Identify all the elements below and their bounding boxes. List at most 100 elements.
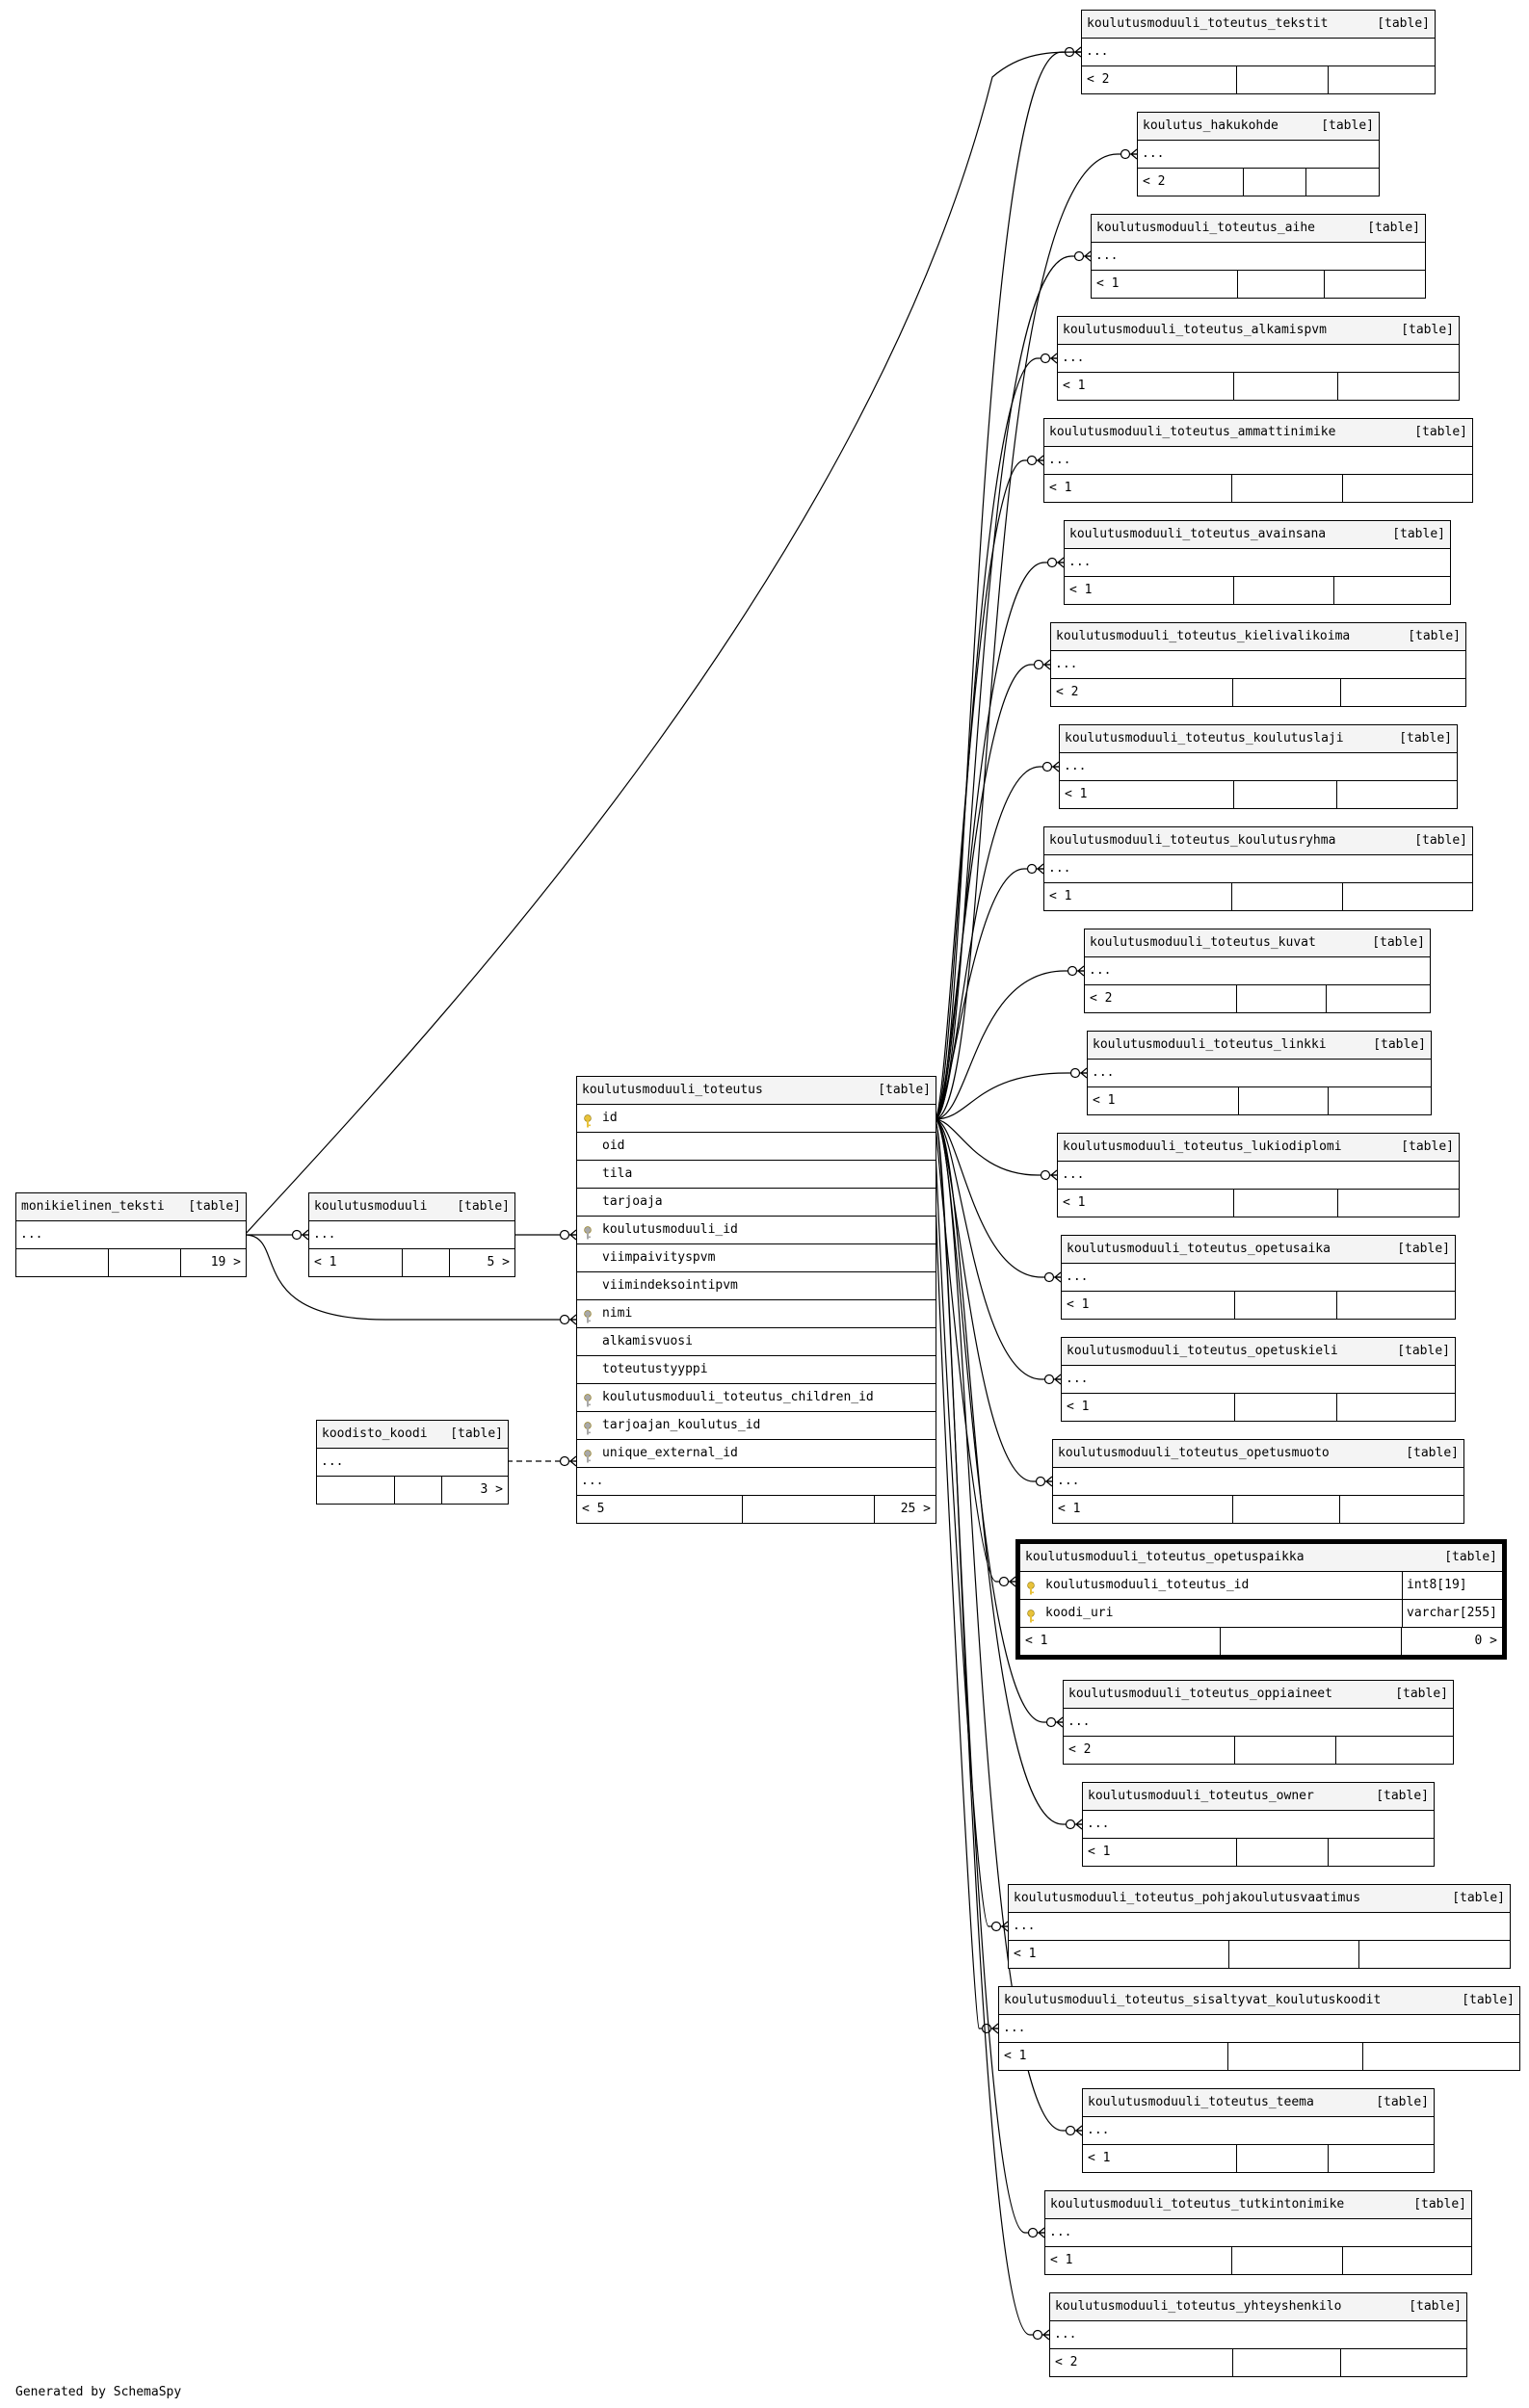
column-row[interactable]: koulutusmoduuli_toteutus_children_id [577,1384,936,1412]
table-t-avainsana[interactable]: koulutusmoduuli_toteutus_avainsana[table… [1064,520,1451,605]
parents-count[interactable]: < 2 [1138,169,1244,196]
table-t-alkamispvm[interactable]: koulutusmoduuli_toteutus_alkamispvm[tabl… [1057,316,1460,401]
table-header: koulutusmoduuli_toteutus_avainsana[table… [1065,521,1450,549]
parents-count[interactable]: < 1 [1044,883,1232,910]
parents-count[interactable]: < 2 [1051,679,1233,706]
more-columns-row: ... [1062,1366,1455,1394]
parents-count[interactable]: < 1 [1062,1394,1235,1421]
table-t-lukiodiplomi[interactable]: koulutusmoduuli_toteutus_lukiodiplomi[ta… [1057,1133,1460,1217]
table-name: koulutusmoduuli_toteutus_opetuspaikka [1025,1550,1305,1564]
footer-cell [1238,271,1325,298]
footer-cell [403,1249,450,1276]
table-t-sisaltyvat[interactable]: koulutusmoduuli_toteutus_sisaltyvat_koul… [998,1986,1520,2071]
table-koodisto-koodi[interactable]: koodisto_koodi[table]...3 > [316,1420,509,1505]
table-t-pohjakoulutusvaatimus[interactable]: koulutusmoduuli_toteutus_pohjakoulutusva… [1008,1884,1511,1969]
table-t-koulutusryhma[interactable]: koulutusmoduuli_toteutus_koulutusryhma[t… [1043,826,1473,911]
parents-count[interactable]: < 1 [1020,1628,1221,1655]
column-row[interactable]: unique_external_id [577,1440,936,1468]
parents-count[interactable]: < 1 [1053,1496,1233,1523]
crowfoot-t-linkki [1069,1067,1088,1079]
parents-count[interactable]: < 1 [1083,2145,1237,2172]
table-t-linkki[interactable]: koulutusmoduuli_toteutus_linkki[table]..… [1087,1031,1432,1115]
table-t-hakukohde[interactable]: koulutus_hakukohde[table]...< 2 [1137,112,1380,196]
parents-count[interactable]: < 1 [1045,2247,1232,2274]
table-t-oppiaineet[interactable]: koulutusmoduuli_toteutus_oppiaineet[tabl… [1063,1680,1454,1765]
table-t-opetuspaikka[interactable]: koulutusmoduuli_toteutus_opetuspaikka[ta… [1015,1539,1507,1660]
column-row[interactable]: nimi [577,1300,936,1328]
column-row[interactable]: alkamisvuosi [577,1328,936,1356]
table-t-opetusmuoto[interactable]: koulutusmoduuli_toteutus_opetusmuoto[tab… [1052,1439,1464,1524]
children-count [1343,2247,1471,2274]
generated-by-label: Generated by SchemaSpy [15,2385,182,2399]
table-t-tutkintonimike[interactable]: koulutusmoduuli_toteutus_tutkintonimike[… [1044,2190,1472,2275]
parents-count[interactable]: < 1 [1060,781,1234,808]
parents-count[interactable]: < 1 [1083,1839,1237,1866]
table-t-yhteyshenkilo[interactable]: koulutusmoduuli_toteutus_yhteyshenkilo[t… [1049,2292,1467,2377]
children-count [1343,475,1472,502]
table-tag: [table] [450,1426,503,1441]
parents-count[interactable]: < 1 [1058,373,1234,400]
table-name: koulutusmoduuli_toteutus_koulutusryhma [1049,833,1336,848]
table-t-tekstit[interactable]: koulutusmoduuli_toteutus_tekstit[table].… [1081,10,1436,94]
table-tag: [table] [457,1199,510,1214]
column-row[interactable]: oid [577,1133,936,1161]
column-name: oid [602,1139,625,1153]
column-row[interactable]: tarjoaja [577,1189,936,1217]
children-count [1341,679,1465,706]
table-t-ammattinimike[interactable]: koulutusmoduuli_toteutus_ammattinimike[t… [1043,418,1473,503]
children-count[interactable]: 0 > [1474,1634,1497,1648]
parents-count[interactable]: < 1 [1062,1292,1235,1319]
children-count[interactable]: 19 > [210,1255,241,1269]
table-t-opetusaika[interactable]: koulutusmoduuli_toteutus_opetusaika[tabl… [1061,1235,1456,1320]
parents-count[interactable]: < 2 [1064,1737,1235,1764]
table-t-aihe[interactable]: koulutusmoduuli_toteutus_aihe[table]...<… [1091,214,1426,299]
table-t-koulutuslaji[interactable]: koulutusmoduuli_toteutus_koulutuslaji[ta… [1059,724,1458,809]
parents-count[interactable]: < 1 [999,2043,1228,2070]
table-footer: < 5 25 > [577,1496,936,1523]
parents-count[interactable]: < 2 [1082,66,1237,93]
children-count [1329,66,1435,93]
parents-count[interactable]: < 2 [1085,985,1237,1012]
table-t-owner[interactable]: koulutusmoduuli_toteutus_owner[table]...… [1082,1782,1435,1867]
table-t-kielivalikoima[interactable]: koulutusmoduuli_toteutus_kielivalikoima[… [1050,622,1466,707]
column-row[interactable]: viimpaivityspvm [577,1244,936,1272]
more-columns-row: ... [577,1468,936,1496]
children-count[interactable]: 3 > [480,1482,503,1497]
column-name: tarjoajan_koulutus_id [602,1418,761,1432]
column-row[interactable]: tarjoajan_koulutus_id [577,1412,936,1440]
parents-count[interactable]: < 5 [577,1496,743,1523]
column-row[interactable]: id [577,1105,936,1133]
children-count [1329,2145,1434,2172]
table-t-teema[interactable]: koulutusmoduuli_toteutus_teema[table]...… [1082,2088,1435,2173]
children-count [1329,1087,1431,1114]
column-row[interactable]: tila [577,1161,936,1189]
parents-count[interactable]: < 1 [1044,475,1232,502]
table-footer: < 1 [1044,883,1472,910]
table-name: monikielinen_teksti [21,1199,165,1214]
parents-count[interactable]: < 1 [1065,577,1234,604]
parents-count[interactable]: < 1 [1058,1190,1234,1217]
column-row[interactable]: toteutustyyppi [577,1356,936,1384]
footer-cell [1233,679,1341,706]
children-count[interactable]: 5 > [487,1255,510,1269]
children-count [1327,985,1430,1012]
children-count[interactable]: 25 > [900,1502,931,1516]
parents-count[interactable]: < 2 [1050,2349,1233,2376]
crowfoot-t-opetusmuoto [1035,1476,1053,1487]
table-t-opetuskieli[interactable]: koulutusmoduuli_toteutus_opetuskieli[tab… [1061,1337,1456,1422]
parents-count[interactable]: < 1 [309,1249,403,1276]
parents-count[interactable]: < 1 [1092,271,1238,298]
parents-count[interactable]: < 1 [1009,1941,1229,1968]
column-name: id [602,1111,618,1125]
more-columns-row: ... [1044,447,1472,475]
parents-count[interactable]: < 1 [1088,1087,1239,1114]
column-row[interactable]: koulutusmoduuli_id [577,1217,936,1244]
table-t-kuvat[interactable]: koulutusmoduuli_toteutus_kuvat[table]...… [1084,929,1431,1013]
table-monikielinen-teksti[interactable]: monikielinen_teksti[table]...19 > [15,1192,247,1277]
children-count [1337,781,1457,808]
column-row[interactable]: viimindeksointipvm [577,1272,936,1300]
